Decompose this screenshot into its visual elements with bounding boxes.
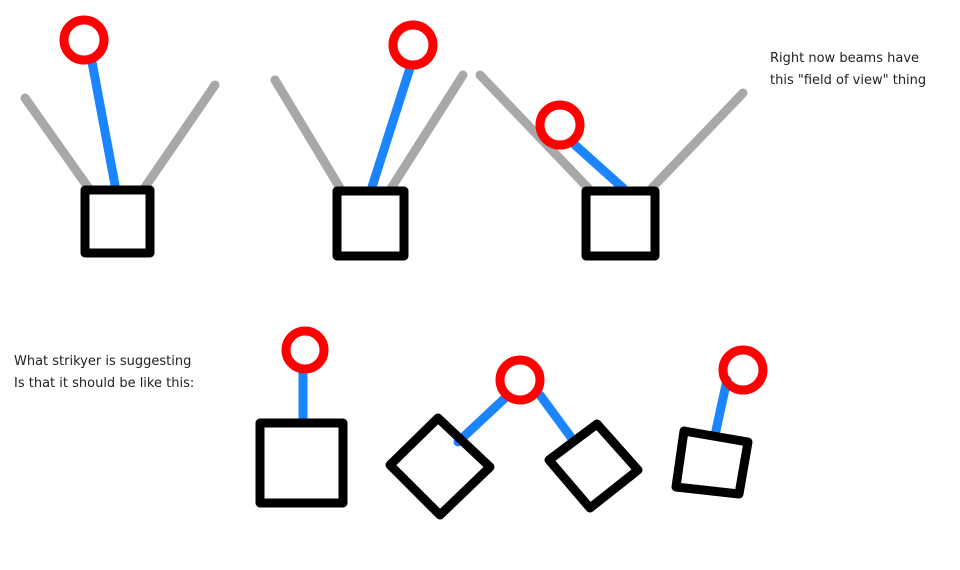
source-box xyxy=(581,186,660,261)
beam xyxy=(87,57,120,190)
source-box xyxy=(332,186,409,261)
current-behavior-1 xyxy=(20,15,220,258)
note-line: Right now beams have xyxy=(770,51,920,66)
target-circle xyxy=(281,326,329,374)
target-circle xyxy=(495,355,545,405)
note-suggestion: What strikyer is suggesting Is that it s… xyxy=(14,351,194,395)
target-circle xyxy=(59,15,109,65)
rotated-box xyxy=(671,426,753,499)
note-line: Is that it should be like this: xyxy=(14,376,195,391)
suggested-behavior-1 xyxy=(255,326,348,508)
current-behavior-3 xyxy=(475,70,748,261)
beam xyxy=(535,390,578,445)
suggested-behavior-2 xyxy=(385,355,643,520)
fov-line-left xyxy=(475,70,595,195)
source-box xyxy=(255,418,348,508)
current-behavior-2 xyxy=(270,20,468,261)
target-circle xyxy=(388,20,438,70)
fov-line-right xyxy=(385,70,468,195)
target-circle xyxy=(535,100,585,150)
fov-line-left xyxy=(270,75,345,193)
note-line: What strikyer is suggesting xyxy=(14,354,192,369)
beam xyxy=(570,140,628,193)
suggested-behavior-3 xyxy=(671,345,768,499)
note-line: this "field of view" thing xyxy=(770,73,927,88)
fov-line-right xyxy=(138,80,220,195)
rotated-box xyxy=(385,413,495,520)
rotated-box xyxy=(544,419,643,513)
beam xyxy=(453,393,510,447)
source-box xyxy=(80,185,155,258)
beam xyxy=(367,63,415,192)
note-current-behavior: Right now beams have this "field of view… xyxy=(770,48,926,92)
beam xyxy=(710,375,732,440)
fov-line-left xyxy=(20,93,95,195)
fov-line-right xyxy=(645,88,748,195)
target-circle xyxy=(718,345,768,395)
